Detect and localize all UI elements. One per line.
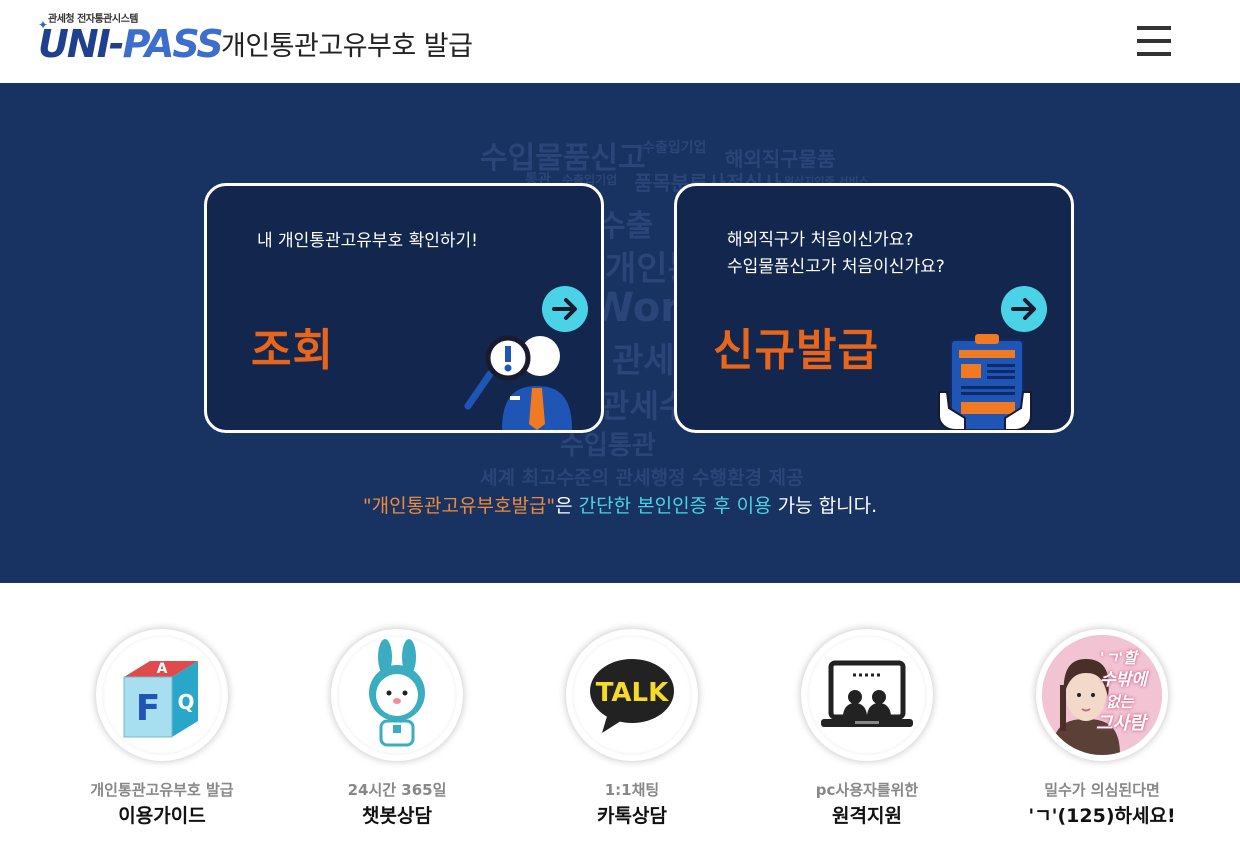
chatbot-rabbit-icon: [369, 639, 425, 747]
user-guide-label: 이용가이드: [118, 805, 206, 827]
wc-word: 수출입기업: [642, 140, 707, 156]
smuggling-report-label: 'ㄱ'(125)하세요!: [1028, 805, 1176, 827]
kakao-label: 카톡상담: [597, 805, 667, 827]
logo-wordmark: UNI-PASS: [38, 22, 224, 66]
magnifier-person-icon: [464, 335, 572, 430]
new-issue-card-title: 신규발급: [713, 325, 879, 376]
remote-circle[interactable]: [801, 629, 933, 761]
shortcut-bar: F Q A 개인통관고유부호 발급 이용가이드 24시간 365일 챗봇상담: [0, 583, 1240, 841]
wc-word: 관세수: [600, 387, 689, 425]
chatbot-circle[interactable]: [331, 629, 463, 761]
smuggling-badge-line1: 'ㄱ'할: [1100, 649, 1137, 667]
new-issue-card[interactable]: 해외직구가 처음이신가요? 수입물품신고가 처음이신가요? 신규발급: [674, 183, 1074, 433]
lookup-card-text: 내 개인통관고유부호 확인하기!: [257, 231, 478, 251]
new-issue-card-text: 해외직구가 처음이신가요? 수입물품신고가 처음이신가요?: [727, 227, 945, 281]
notice-text-end: 가능 합니다.: [771, 495, 878, 517]
kakao-sub: 1:1채팅: [604, 781, 660, 799]
remote-sub: pc사용자를위한: [815, 781, 919, 799]
kakao-circle[interactable]: TALK: [566, 629, 698, 761]
logo-pass: PASS: [122, 22, 224, 66]
shortcut-smuggling-report[interactable]: 'ㄱ'할 수밖에 없는 그사람 밀수가 의심된다면 'ㄱ'(125)하세요!: [982, 629, 1222, 839]
lookup-card[interactable]: 내 개인통관고유부호 확인하기! 조회: [204, 183, 604, 433]
smuggling-badge-line4: 그사람: [1096, 713, 1146, 734]
smuggling-badge-line3: 없는: [1106, 693, 1134, 711]
new-issue-text-line2: 수입물품신고가 처음이신가요?: [727, 257, 945, 277]
smuggling-badge-line2: 수밖에: [1100, 670, 1147, 690]
new-issue-text-line1: 해외직구가 처음이신가요?: [727, 230, 914, 250]
logo-uni: UNI-: [38, 22, 125, 66]
user-guide-sub: 개인통관고유부호 발급: [90, 781, 234, 799]
wc-word: 수입통관: [560, 431, 656, 461]
svg-text:TALK: TALK: [596, 678, 669, 708]
page-title: 개인통관고유부호 발급: [221, 31, 473, 62]
logo-star-icon: ✦: [38, 18, 49, 32]
chatbot-sub: 24시간 365일: [347, 781, 447, 799]
arrow-right-icon[interactable]: [542, 286, 588, 332]
logo-tagline: 관세청 전자통관시스템: [48, 14, 138, 25]
faq-cube-icon: F Q A: [123, 661, 198, 738]
svg-text:F: F: [136, 688, 161, 729]
hero-banner: 수입물품신고 수출입기업 해외직구물품 통관 수출입기업 품목분류사전심사 원산…: [0, 83, 1240, 583]
wc-word: 수입물품신고: [480, 141, 646, 176]
kakao-talk-icon: TALK: [590, 659, 674, 733]
shortcut-user-guide[interactable]: F Q A 개인통관고유부호 발급 이용가이드: [42, 629, 282, 839]
user-guide-circle[interactable]: F Q A: [96, 629, 228, 761]
notice-text: 은: [555, 495, 579, 517]
remote-support-icon: [821, 660, 913, 727]
smuggling-report-icon: [1042, 635, 1162, 755]
chatbot-label: 챗봇상담: [362, 805, 432, 827]
svg-text:A: A: [157, 661, 168, 677]
wc-word: 해외직구물품: [725, 147, 836, 171]
shortcut-chatbot[interactable]: 24시간 365일 챗봇상담: [277, 629, 517, 839]
shortcut-kakao[interactable]: TALK 1:1채팅 카톡상담: [512, 629, 752, 839]
uni-pass-logo[interactable]: ✦ 관세청 전자통관시스템 UNI-PASS: [38, 8, 224, 70]
smuggling-report-sub: 밀수가 의심된다면: [1044, 781, 1160, 799]
wc-word: 세계 최고수준의 관세행정 수행환경 제공: [480, 467, 804, 489]
notice-highlight-service: "개인통관고유부호발급": [362, 495, 556, 517]
header: ✦ 관세청 전자통관시스템 UNI-PASS 개인통관고유부호 발급: [0, 0, 1240, 83]
smuggling-report-circle[interactable]: 'ㄱ'할 수밖에 없는 그사람: [1036, 629, 1168, 761]
remote-label: 원격지원: [832, 805, 902, 827]
hamburger-menu-icon[interactable]: [1137, 26, 1171, 58]
svg-text:Q: Q: [177, 690, 194, 714]
notice-highlight-auth: 간단한 본인인증 후 이용: [578, 495, 772, 517]
arrow-right-icon[interactable]: [1001, 286, 1047, 332]
auth-notice: "개인통관고유부호발급"은 간단한 본인인증 후 이용 가능 합니다.: [0, 491, 1240, 518]
shortcut-remote[interactable]: pc사용자를위한 원격지원: [747, 629, 987, 839]
lookup-card-title: 조회: [251, 325, 334, 376]
clipboard-hands-icon: [938, 334, 1032, 430]
wc-word: 수출: [598, 209, 654, 244]
